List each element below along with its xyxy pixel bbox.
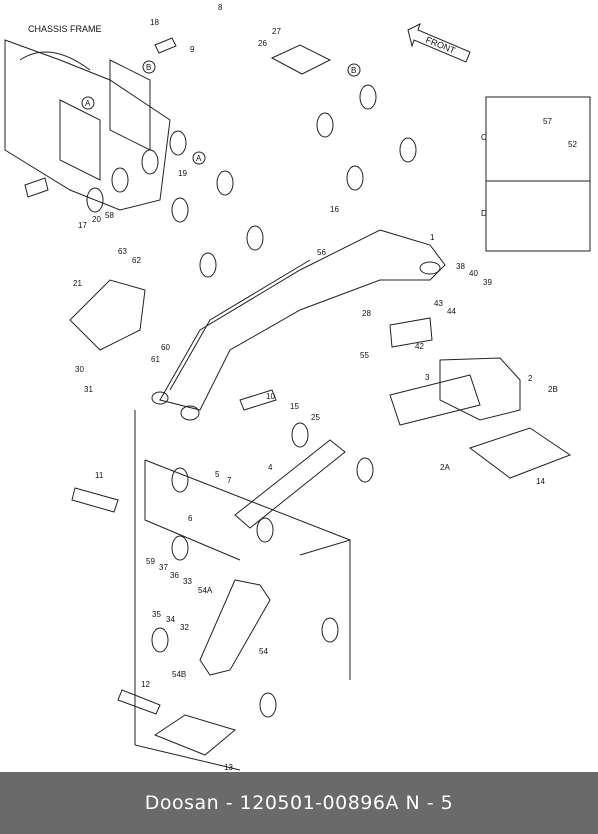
part-label-43: 43 [434,299,443,308]
part-label-36: 36 [170,571,179,580]
part-label-54a: 54A [198,586,213,595]
cylinder-mount-2 [439,357,521,421]
part-label-58: 58 [105,211,114,220]
part-label-37: 37 [159,563,168,572]
part-label-34: 34 [166,615,175,624]
part-label-55: 55 [360,351,369,360]
part-label-11: 11 [95,471,104,480]
part-label-57: 57 [543,117,552,126]
pin-18-lower [24,177,49,198]
pin-12 [117,689,161,715]
front-label: FRONT [424,35,457,56]
part-label-28: 28 [362,309,371,318]
part-label-62: 62 [132,256,141,265]
plate-21 [69,279,146,351]
chassis-frame [4,39,171,211]
part-label-6: 6 [188,514,193,523]
footer-bar: Doosan - 120501-00896A N - 5 [0,772,598,834]
part-label-2a: 2A [440,463,450,472]
part-label-38: 38 [456,262,465,271]
part-label-1: 1 [430,233,435,242]
part-label-26: 26 [258,39,267,48]
part-label-9: 9 [190,45,195,54]
part-label-19: 19 [178,169,187,178]
part-label-17: 17 [78,221,87,230]
marker-b-1: B [146,63,151,72]
marker-c: C [481,133,487,142]
part-label-33: 33 [183,577,192,586]
pin-10 [239,389,277,411]
detail-box-c [485,96,591,182]
part-label-8: 8 [218,3,223,12]
part-label-61: 61 [151,355,160,364]
part-label-27: 27 [272,27,281,36]
part-label-54b: 54B [172,670,186,679]
part-label-7: 7 [227,476,232,485]
marker-a-1: A [85,99,91,108]
base-plate-14 [468,427,572,479]
pin-18-upper [154,37,177,54]
part-label-5: 5 [215,470,220,479]
part-label-16: 16 [330,205,339,214]
part-label-25: 25 [311,413,320,422]
part-label-13: 13 [224,763,233,772]
footer-text: Doosan - 120501-00896A N - 5 [144,792,454,814]
part-label-59: 59 [146,557,155,566]
front-arrow [407,23,471,63]
cylinder-3 [389,374,481,426]
part-label-35: 35 [152,610,161,619]
part-label-10: 10 [266,392,275,401]
part-label-21: 21 [73,279,82,288]
part-label-18: 18 [150,18,159,27]
part-label-12: 12 [141,680,150,689]
part-label-3: 3 [425,373,430,382]
chassis-frame-label: CHASSIS FRAME [28,24,102,34]
part-label-15: 15 [290,402,299,411]
frame-54 [199,579,271,676]
part-label-32: 32 [180,623,189,632]
bracket-42 [389,317,433,348]
part-label-54: 54 [259,647,268,656]
part-label-20: 20 [92,215,101,224]
cylinder-4 [234,439,346,529]
part-label-44: 44 [447,307,456,316]
part-label-60: 60 [161,343,170,352]
detail-box-d [485,180,591,252]
marker-b-2: B [351,66,356,75]
part-label-31: 31 [84,385,93,394]
part-label-52: 52 [568,140,577,149]
parts-diagram: CHASSIS FRAME FRONT A B A B C D 1 2 2A 2… [4,3,591,772]
marker-d: D [481,209,487,218]
base-plate-13 [153,714,237,756]
part-label-40: 40 [469,269,478,278]
boom-arm-1 [159,229,446,411]
part-label-2b: 2B [548,385,558,394]
part-label-30: 30 [75,365,84,374]
plate-26 [270,44,332,75]
part-label-63: 63 [118,247,127,256]
part-label-2: 2 [528,374,533,383]
part-label-56: 56 [317,248,326,257]
part-label-39: 39 [483,278,492,287]
marker-a-2: A [196,154,202,163]
part-label-4: 4 [268,463,273,472]
pin-11 [71,487,119,513]
part-label-14: 14 [536,477,545,486]
part-label-42: 42 [415,342,424,351]
